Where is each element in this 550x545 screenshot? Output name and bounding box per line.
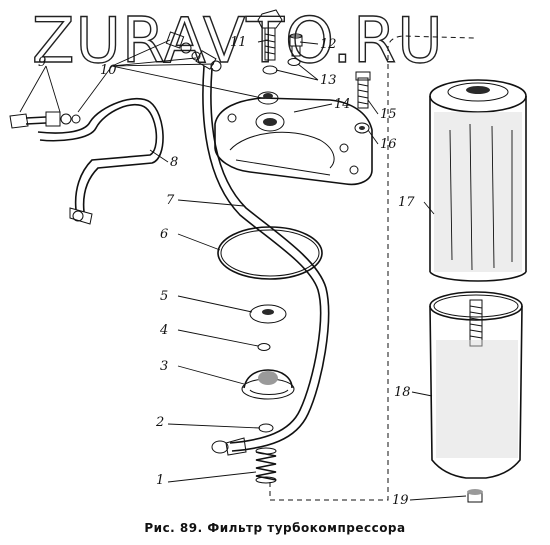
part-17-filter-element (429, 79, 527, 282)
part-2-washer (258, 423, 274, 433)
callout-17: 17 (398, 195, 415, 210)
part-18-filter-bowl (429, 291, 523, 479)
part-5-disc (249, 304, 287, 324)
part-9-banjo-bolt (9, 111, 81, 129)
leader-lines (19, 39, 467, 501)
part-4-washer (257, 343, 271, 351)
part-1-spring (255, 447, 277, 484)
figure-caption: Рис. 89. Фильтр турбокомпрессора (144, 521, 406, 535)
callout-13: 13 (320, 73, 337, 88)
part-15-stud (355, 71, 371, 109)
callout-2: 2 (155, 415, 164, 430)
callout-8: 8 (170, 155, 178, 170)
callout-3: 3 (160, 359, 168, 374)
callout-10: 10 (100, 63, 117, 78)
assembly-axis-line (269, 35, 475, 501)
callout-9: 9 (38, 55, 46, 70)
watermark-text: ZURAVTO.RU (32, 4, 444, 77)
callout-6: 6 (160, 227, 168, 242)
callout-18: 18 (394, 385, 411, 400)
part-10-upper-fitting (165, 31, 222, 72)
part-6-gasket-ring (217, 226, 323, 280)
part-12-plug (289, 33, 303, 57)
part-8-oil-tube (37, 97, 164, 225)
callout-4: 4 (159, 323, 168, 338)
part-19-drain-plug (467, 489, 483, 503)
callout-11: 11 (230, 35, 247, 50)
part-11-bolt (257, 9, 283, 61)
callout-5: 5 (160, 289, 168, 304)
callout-1: 1 (156, 473, 164, 488)
callout-16: 16 (380, 137, 397, 152)
part-14-housing-cover (214, 91, 373, 186)
callout-12: 12 (320, 37, 337, 52)
part-16-nut (354, 122, 370, 134)
callout-7: 7 (166, 193, 175, 208)
callout-15: 15 (380, 107, 397, 122)
callout-labels: 1 2 3 4 5 6 7 8 9 10 11 12 13 14 15 16 1… (38, 35, 415, 508)
callout-19: 19 (392, 493, 409, 508)
callout-14: 14 (334, 97, 351, 112)
part-3-valve-cap (241, 369, 295, 400)
part-7-oil-pipe (202, 65, 330, 456)
